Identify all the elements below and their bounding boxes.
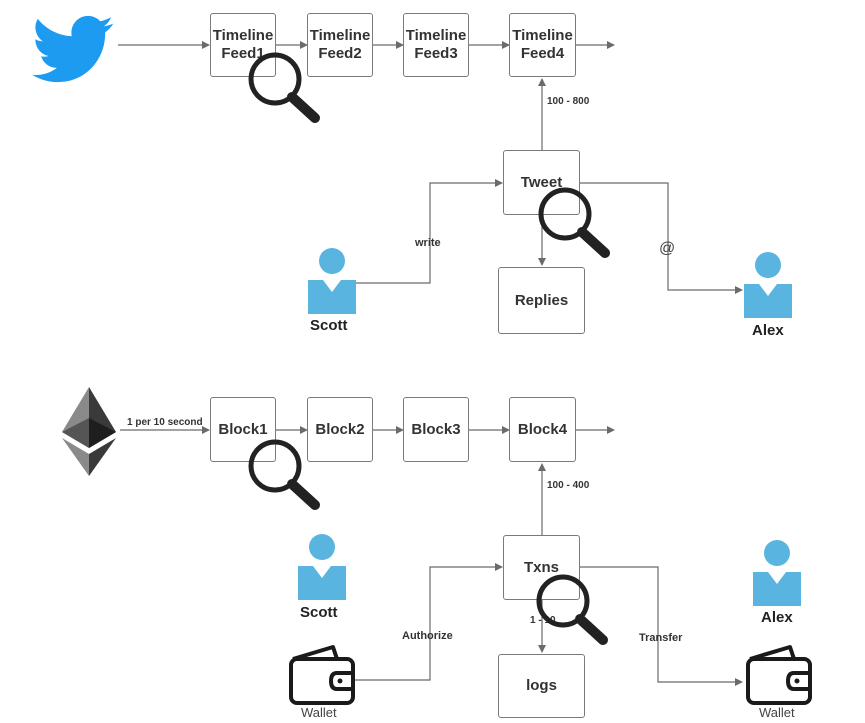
feed3-title: Timeline — [405, 27, 467, 44]
tweet-mention-alex-arrow — [580, 182, 743, 294]
scott-twitter-label: Scott — [310, 317, 348, 334]
replies-box: Replies — [498, 267, 585, 334]
person-icon — [753, 540, 801, 606]
authorize-label: Authorize — [402, 630, 453, 642]
wallet-icon — [746, 645, 812, 705]
feed3-subtitle: Feed3 — [414, 45, 458, 62]
feed1-subtitle: Feed1 — [221, 45, 265, 62]
block2-label: Block2 — [315, 420, 365, 438]
block4-box: Block4 — [509, 397, 576, 462]
feed1-title: Timeline — [212, 27, 274, 44]
alex-eth-label: Alex — [761, 609, 793, 626]
block-rate-label: 1 per 10 second — [127, 417, 203, 428]
tweet-box: Tweet — [503, 150, 580, 215]
wallet-icon — [289, 645, 355, 705]
logs-box: logs — [498, 654, 585, 718]
replies-label: Replies — [514, 291, 569, 309]
transfer-label: Transfer — [639, 632, 683, 644]
ethereum-logo-icon — [62, 387, 116, 476]
person-icon — [308, 248, 356, 314]
mention-label: @ — [659, 240, 676, 257]
logs-label: logs — [526, 677, 557, 694]
txns-transfer-wallet-arrow — [580, 566, 743, 686]
scott-eth-label: Scott — [300, 604, 338, 621]
alex-twitter-label: Alex — [752, 322, 784, 339]
feed4-subtitle: Feed4 — [520, 45, 565, 62]
block1-box: Block1 — [210, 397, 276, 462]
wallet-authorize-arrow — [355, 563, 503, 681]
txns-label: Txns — [523, 558, 559, 576]
feed2-subtitle: Feed2 — [318, 45, 362, 62]
person-icon — [744, 252, 792, 318]
tweet-label: Tweet — [520, 173, 563, 191]
block2-box: Block2 — [307, 397, 373, 462]
txns-block-range-label: 100 - 400 — [547, 480, 590, 491]
txns-box: Txns — [503, 535, 580, 600]
feed2-title: Timeline — [309, 27, 371, 44]
block4-label: Block4 — [517, 420, 568, 438]
write-label: write — [415, 237, 441, 249]
block1-label: Block1 — [218, 420, 268, 438]
logs-range-label: 1 - 10 — [530, 615, 556, 626]
person-icon — [298, 534, 346, 600]
scott-write-arrow — [355, 179, 503, 284]
tweet-feed-range-label: 100 - 800 — [547, 96, 590, 107]
wallet-right-label: Wallet — [759, 705, 795, 720]
block3-label: Block3 — [411, 420, 461, 438]
wallet-left-label: Wallet — [301, 705, 337, 720]
twitter-bird-icon — [31, 15, 114, 83]
feed4-title: Timeline — [512, 27, 573, 44]
block3-box: Block3 — [403, 397, 469, 462]
